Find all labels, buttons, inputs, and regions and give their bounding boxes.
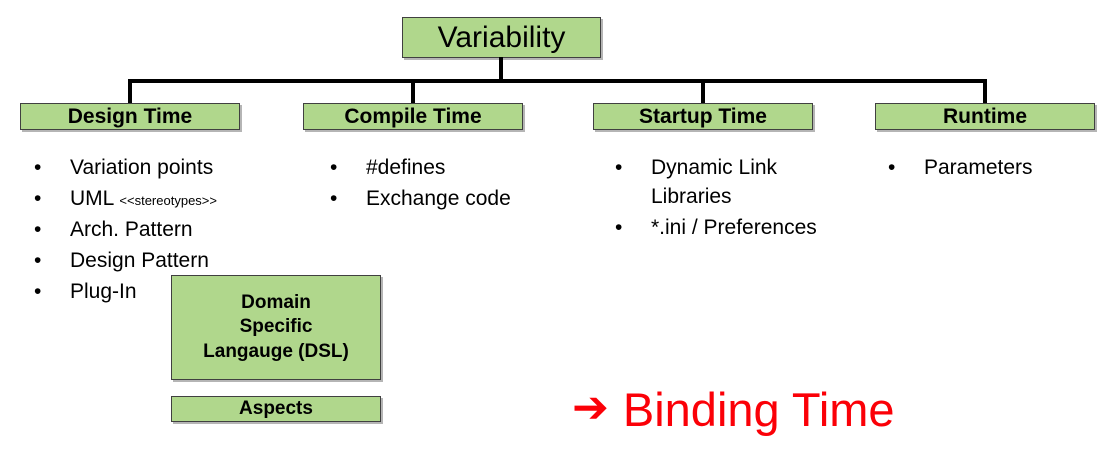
- node-variability[interactable]: Variability: [402, 17, 601, 58]
- list-item: • Exchange code: [320, 185, 560, 214]
- bullet-icon: •: [330, 156, 338, 179]
- connector-drop-runtime: [983, 79, 987, 104]
- right-arrow-icon: ➔: [572, 382, 609, 432]
- node-variability-label: Variability: [437, 20, 566, 54]
- aspects-box[interactable]: Aspects: [171, 396, 381, 422]
- node-startup-time-label: Startup Time: [639, 104, 767, 128]
- list-item: • Variation points: [24, 154, 294, 183]
- bullet-icon: •: [330, 186, 338, 210]
- list-item: • Arch. Pattern: [24, 216, 294, 245]
- list-item: • Design Pattern: [24, 247, 294, 276]
- aspects-box-label: Aspects: [239, 397, 313, 419]
- list-item-text: Exchange code: [366, 186, 511, 210]
- node-compile-time-label: Compile Time: [344, 104, 482, 128]
- list-item-text: Dynamic Link Libraries: [651, 156, 778, 208]
- bullet-icon: •: [34, 217, 42, 241]
- list-item-text: Design Pattern: [70, 248, 209, 272]
- list-item-text: UML: [70, 186, 120, 210]
- node-design-time-label: Design Time: [67, 104, 193, 128]
- bullet-icon: •: [34, 248, 42, 272]
- dsl-box-line-3: Langauge (DSL): [203, 340, 349, 362]
- bullet-icon: •: [34, 156, 42, 179]
- node-startup-time[interactable]: Startup Time: [593, 103, 813, 130]
- list-item: • #defines: [320, 154, 560, 183]
- dsl-box[interactable]: Domain Specific Langauge (DSL): [171, 275, 381, 380]
- list-item-text: Parameters: [924, 156, 1033, 179]
- connector-drop-compile-time: [411, 79, 415, 104]
- dsl-box-line-2: Specific: [239, 316, 313, 338]
- connector-drop-startup-time: [701, 79, 705, 104]
- binding-time-callout: ➔ Binding Time: [572, 382, 895, 437]
- list-runtime: • Parameters: [878, 154, 1098, 185]
- list-item-text: Arch. Pattern: [70, 217, 193, 241]
- list-item: • *.ini / Preferences: [605, 214, 857, 243]
- list-item: • UML <<stereotypes>>: [24, 185, 294, 214]
- dsl-box-line-1: Domain: [241, 292, 311, 314]
- list-compile-time: • #defines • Exchange code: [320, 154, 560, 216]
- bullet-icon: •: [888, 156, 896, 179]
- connector-root-stem: [499, 57, 503, 81]
- node-runtime-label: Runtime: [943, 104, 1027, 128]
- node-design-time[interactable]: Design Time: [20, 103, 240, 130]
- bullet-icon: •: [615, 156, 623, 179]
- list-item: • Dynamic Link Libraries: [605, 154, 857, 212]
- list-item-text: #defines: [366, 156, 446, 179]
- bullet-icon: •: [34, 279, 42, 303]
- connector-drop-design-time: [128, 79, 132, 104]
- list-item-text: Plug-In: [70, 279, 137, 303]
- list-item-text: *.ini / Preferences: [651, 215, 817, 239]
- list-item-text: Variation points: [70, 156, 214, 179]
- node-runtime[interactable]: Runtime: [875, 103, 1095, 130]
- list-startup-time: • Dynamic Link Libraries • *.ini / Prefe…: [605, 154, 857, 245]
- binding-time-label: Binding Time: [622, 383, 895, 436]
- connector-horizontal-bus: [129, 79, 985, 83]
- node-compile-time[interactable]: Compile Time: [303, 103, 523, 130]
- list-item-tag: <<stereotypes>>: [119, 192, 217, 208]
- bullet-icon: •: [615, 215, 623, 239]
- list-design-time: • Variation points • UML <<stereotypes>>…: [24, 154, 294, 309]
- bullet-icon: •: [34, 186, 42, 210]
- list-item: • Plug-In: [24, 278, 294, 307]
- list-item: • Parameters: [878, 154, 1098, 183]
